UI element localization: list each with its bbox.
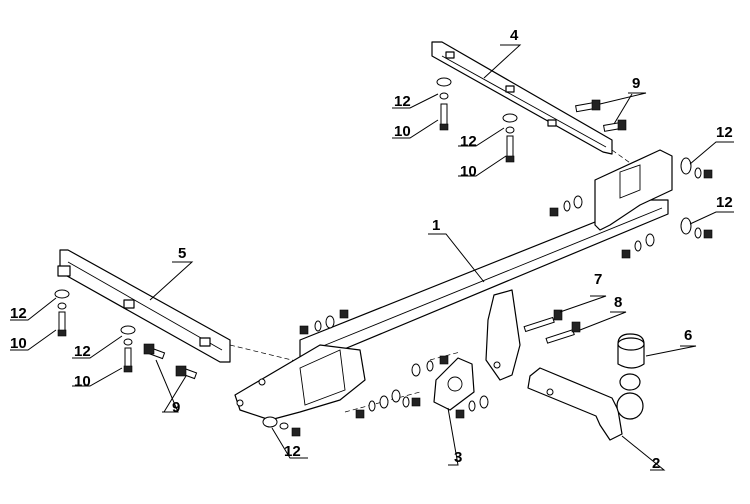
label-part-9-upper: 9 <box>632 75 640 92</box>
towball-neck-part-2 <box>527 367 644 441</box>
label-part-12-right-a: 12 <box>716 124 733 141</box>
label-part-12-bottom: 12 <box>284 443 301 460</box>
crossbar-part-1 <box>234 149 673 421</box>
label-part-12-top-left: 12 <box>394 93 411 110</box>
part-labels: 4 5 1 7 8 6 2 3 9 9 12 10 12 10 12 10 12… <box>10 27 733 472</box>
label-part-12-top-right: 12 <box>460 133 477 150</box>
label-part-5: 5 <box>178 245 186 262</box>
label-part-2: 2 <box>652 455 660 472</box>
label-part-9-lower: 9 <box>172 399 180 416</box>
socket-plate-part-3 <box>433 357 475 411</box>
label-part-8: 8 <box>614 294 622 311</box>
label-part-12-left-b: 12 <box>74 343 91 360</box>
label-part-6: 6 <box>684 327 692 344</box>
label-part-10-left-a: 10 <box>10 335 27 352</box>
label-part-10-left-b: 10 <box>74 373 91 390</box>
label-part-12-right-b: 12 <box>716 194 733 211</box>
hardware <box>54 77 713 437</box>
bracket-part-4 <box>431 41 613 155</box>
ball-cap-part-6 <box>617 333 645 369</box>
label-part-4: 4 <box>510 27 519 44</box>
label-part-12-left-a: 12 <box>10 305 27 322</box>
bracket-part-5 <box>57 249 231 363</box>
label-part-10-top-left: 10 <box>394 123 411 140</box>
label-part-7: 7 <box>594 271 602 288</box>
label-part-1: 1 <box>432 217 440 234</box>
leader-lines <box>10 44 734 471</box>
label-part-3: 3 <box>454 449 462 466</box>
label-part-10-top-right: 10 <box>460 163 477 180</box>
